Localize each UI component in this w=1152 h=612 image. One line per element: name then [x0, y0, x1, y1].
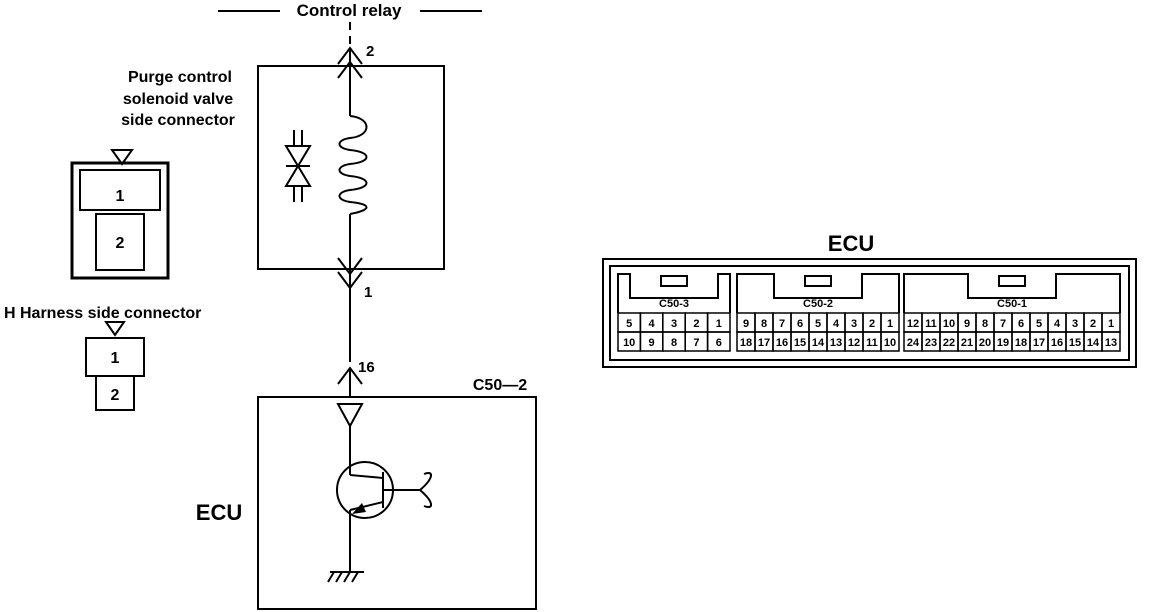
- ecu-pin-number: 18: [1015, 337, 1027, 349]
- ecu-pin-number: 6: [1018, 318, 1024, 330]
- ecu-pin-number: 17: [1033, 337, 1045, 349]
- valve-symbol-icon: [284, 130, 312, 202]
- ecu-pin-number: 23: [925, 337, 937, 349]
- purge-valve-label-line-2: solenoid valve: [123, 91, 233, 108]
- ecu-pin-number: 7: [1000, 318, 1006, 330]
- ecu-pin-number: 1: [716, 318, 722, 330]
- ecu-pin-number: 2: [693, 318, 699, 330]
- ecu-pin-number: 3: [1072, 318, 1078, 330]
- ecu-pin-number: 4: [1054, 318, 1061, 330]
- ecu-pin-number: 11: [866, 337, 878, 349]
- purge-valve-label-line-1: Purge control: [128, 69, 232, 86]
- ecu-pin-number: 10: [884, 337, 896, 349]
- harness-connector-label: H Harness side connector: [4, 305, 201, 322]
- purge-connector-housing: [70, 161, 170, 280]
- ecu-pin-number: 9: [649, 337, 655, 349]
- ecu-pin-number: 15: [794, 337, 806, 349]
- ecu-pin-number: 16: [1051, 337, 1063, 349]
- purge-valve-label-line-3: side connector: [121, 112, 235, 129]
- ecu-connector-housing: [617, 273, 731, 313]
- ecu-pin-number: 2: [1090, 318, 1096, 330]
- ecu-pin-number: 13: [1105, 337, 1117, 349]
- ecu-connector-latch-icon: [804, 275, 832, 287]
- harness-connector-pin-2-label: 2: [111, 387, 120, 404]
- ecu-connector-housing: [903, 273, 1121, 313]
- ecu-connector-name: C50-3: [659, 298, 689, 310]
- ecu-connector-housing: [736, 273, 900, 313]
- ecu-pin-number: 4: [649, 318, 656, 330]
- ecu-pin-number: 15: [1069, 337, 1081, 349]
- ecu-pin-number: 18: [740, 337, 752, 349]
- harness-connector-pin-2: [95, 375, 135, 411]
- ecu-pin-number: 17: [758, 337, 770, 349]
- purge-connector-pin-1-label: 1: [116, 188, 125, 205]
- transistor-icon: [336, 461, 432, 519]
- ecu-pin-number: 1: [887, 318, 893, 330]
- ecu-pin-number: 10: [623, 337, 635, 349]
- ecu-pin-number: 1: [1108, 318, 1114, 330]
- control-relay-label: Control relay: [297, 1, 402, 20]
- ecu-pin-cell: [880, 331, 900, 352]
- ecu-pin-number: 3: [671, 318, 677, 330]
- ecu-connector-latch-icon: [998, 275, 1026, 287]
- ecu-pin-number: 16: [776, 337, 788, 349]
- ecu-pin-number: 9: [743, 318, 749, 330]
- ecu-pin-number: 9: [964, 318, 970, 330]
- purge-connector-pin-2: [95, 213, 145, 271]
- ecu-pin-number: 8: [761, 318, 767, 330]
- purge-connector-pin-1: [79, 169, 161, 211]
- ecu-connector-name: C50-2: [803, 298, 833, 310]
- ecu-pin-number: 21: [961, 337, 973, 349]
- pin-bottom-label: 1: [364, 284, 372, 301]
- ecu-pin-number: 12: [848, 337, 860, 349]
- ecu-connector-latch-icon: [660, 275, 688, 287]
- ecu-connector-name: C50-1: [997, 298, 1027, 310]
- purge-connector-pin-2-label: 2: [116, 235, 125, 252]
- ecu-pin-number: 3: [851, 318, 857, 330]
- ecu-pin-number: 2: [869, 318, 875, 330]
- ecu-pin-number: 8: [982, 318, 988, 330]
- ecu-pin-number: 5: [815, 318, 821, 330]
- ecu-pin-number: 5: [626, 318, 632, 330]
- ecu-pin-number: 19: [997, 337, 1009, 349]
- ecu-pin-number: 14: [1087, 337, 1100, 349]
- ecu-pin-number: 5: [1036, 318, 1042, 330]
- ecu-pin-number: 11: [925, 318, 937, 330]
- ecu-pin-number: 24: [907, 337, 920, 349]
- ecu-pin-number: 14: [812, 337, 825, 349]
- harness-connector-key-icon: [104, 321, 126, 337]
- ecu-circuit-label: ECU: [196, 500, 242, 525]
- ecu-pin-number: 12: [907, 318, 919, 330]
- ecu-pin-number: 7: [779, 318, 785, 330]
- ecu-pin-number: 6: [797, 318, 803, 330]
- ecu-face-title: ECU: [828, 231, 874, 256]
- ecu-circuit-box: [257, 396, 537, 610]
- ecu-pin-number: 13: [830, 337, 842, 349]
- ecu-pin-number: 6: [716, 337, 722, 349]
- ecu-pin-number: 22: [943, 337, 955, 349]
- ecu-pin-cell: [706, 331, 731, 352]
- harness-connector-pin-1-label: 1: [111, 350, 120, 367]
- ecu-pin-number: 7: [693, 337, 699, 349]
- ecu-face-outer: [602, 258, 1137, 368]
- ground-icon: [327, 571, 364, 583]
- ecu-pin-number: 10: [943, 318, 955, 330]
- ecu-pin-cell: [1101, 331, 1121, 352]
- solenoid-coil-icon: [338, 115, 368, 215]
- pin-top-label: 2: [366, 43, 374, 60]
- ecu-pin-number: 8: [671, 337, 677, 349]
- ecu-face-inner: [609, 265, 1130, 361]
- ecu-connector-label: C50—2: [473, 377, 527, 394]
- ecu-pin-number: 20: [979, 337, 991, 349]
- ecu-pin-number: 4: [833, 318, 840, 330]
- ecu-input-triangle-icon: [336, 403, 364, 429]
- ecu-pin-label: 16: [358, 359, 375, 376]
- purge-connector-key-icon: [110, 149, 134, 166]
- ecu-connector-c50-3: C50-3 5 4 3 2 1 10 9 8 7 6: [617, 273, 731, 352]
